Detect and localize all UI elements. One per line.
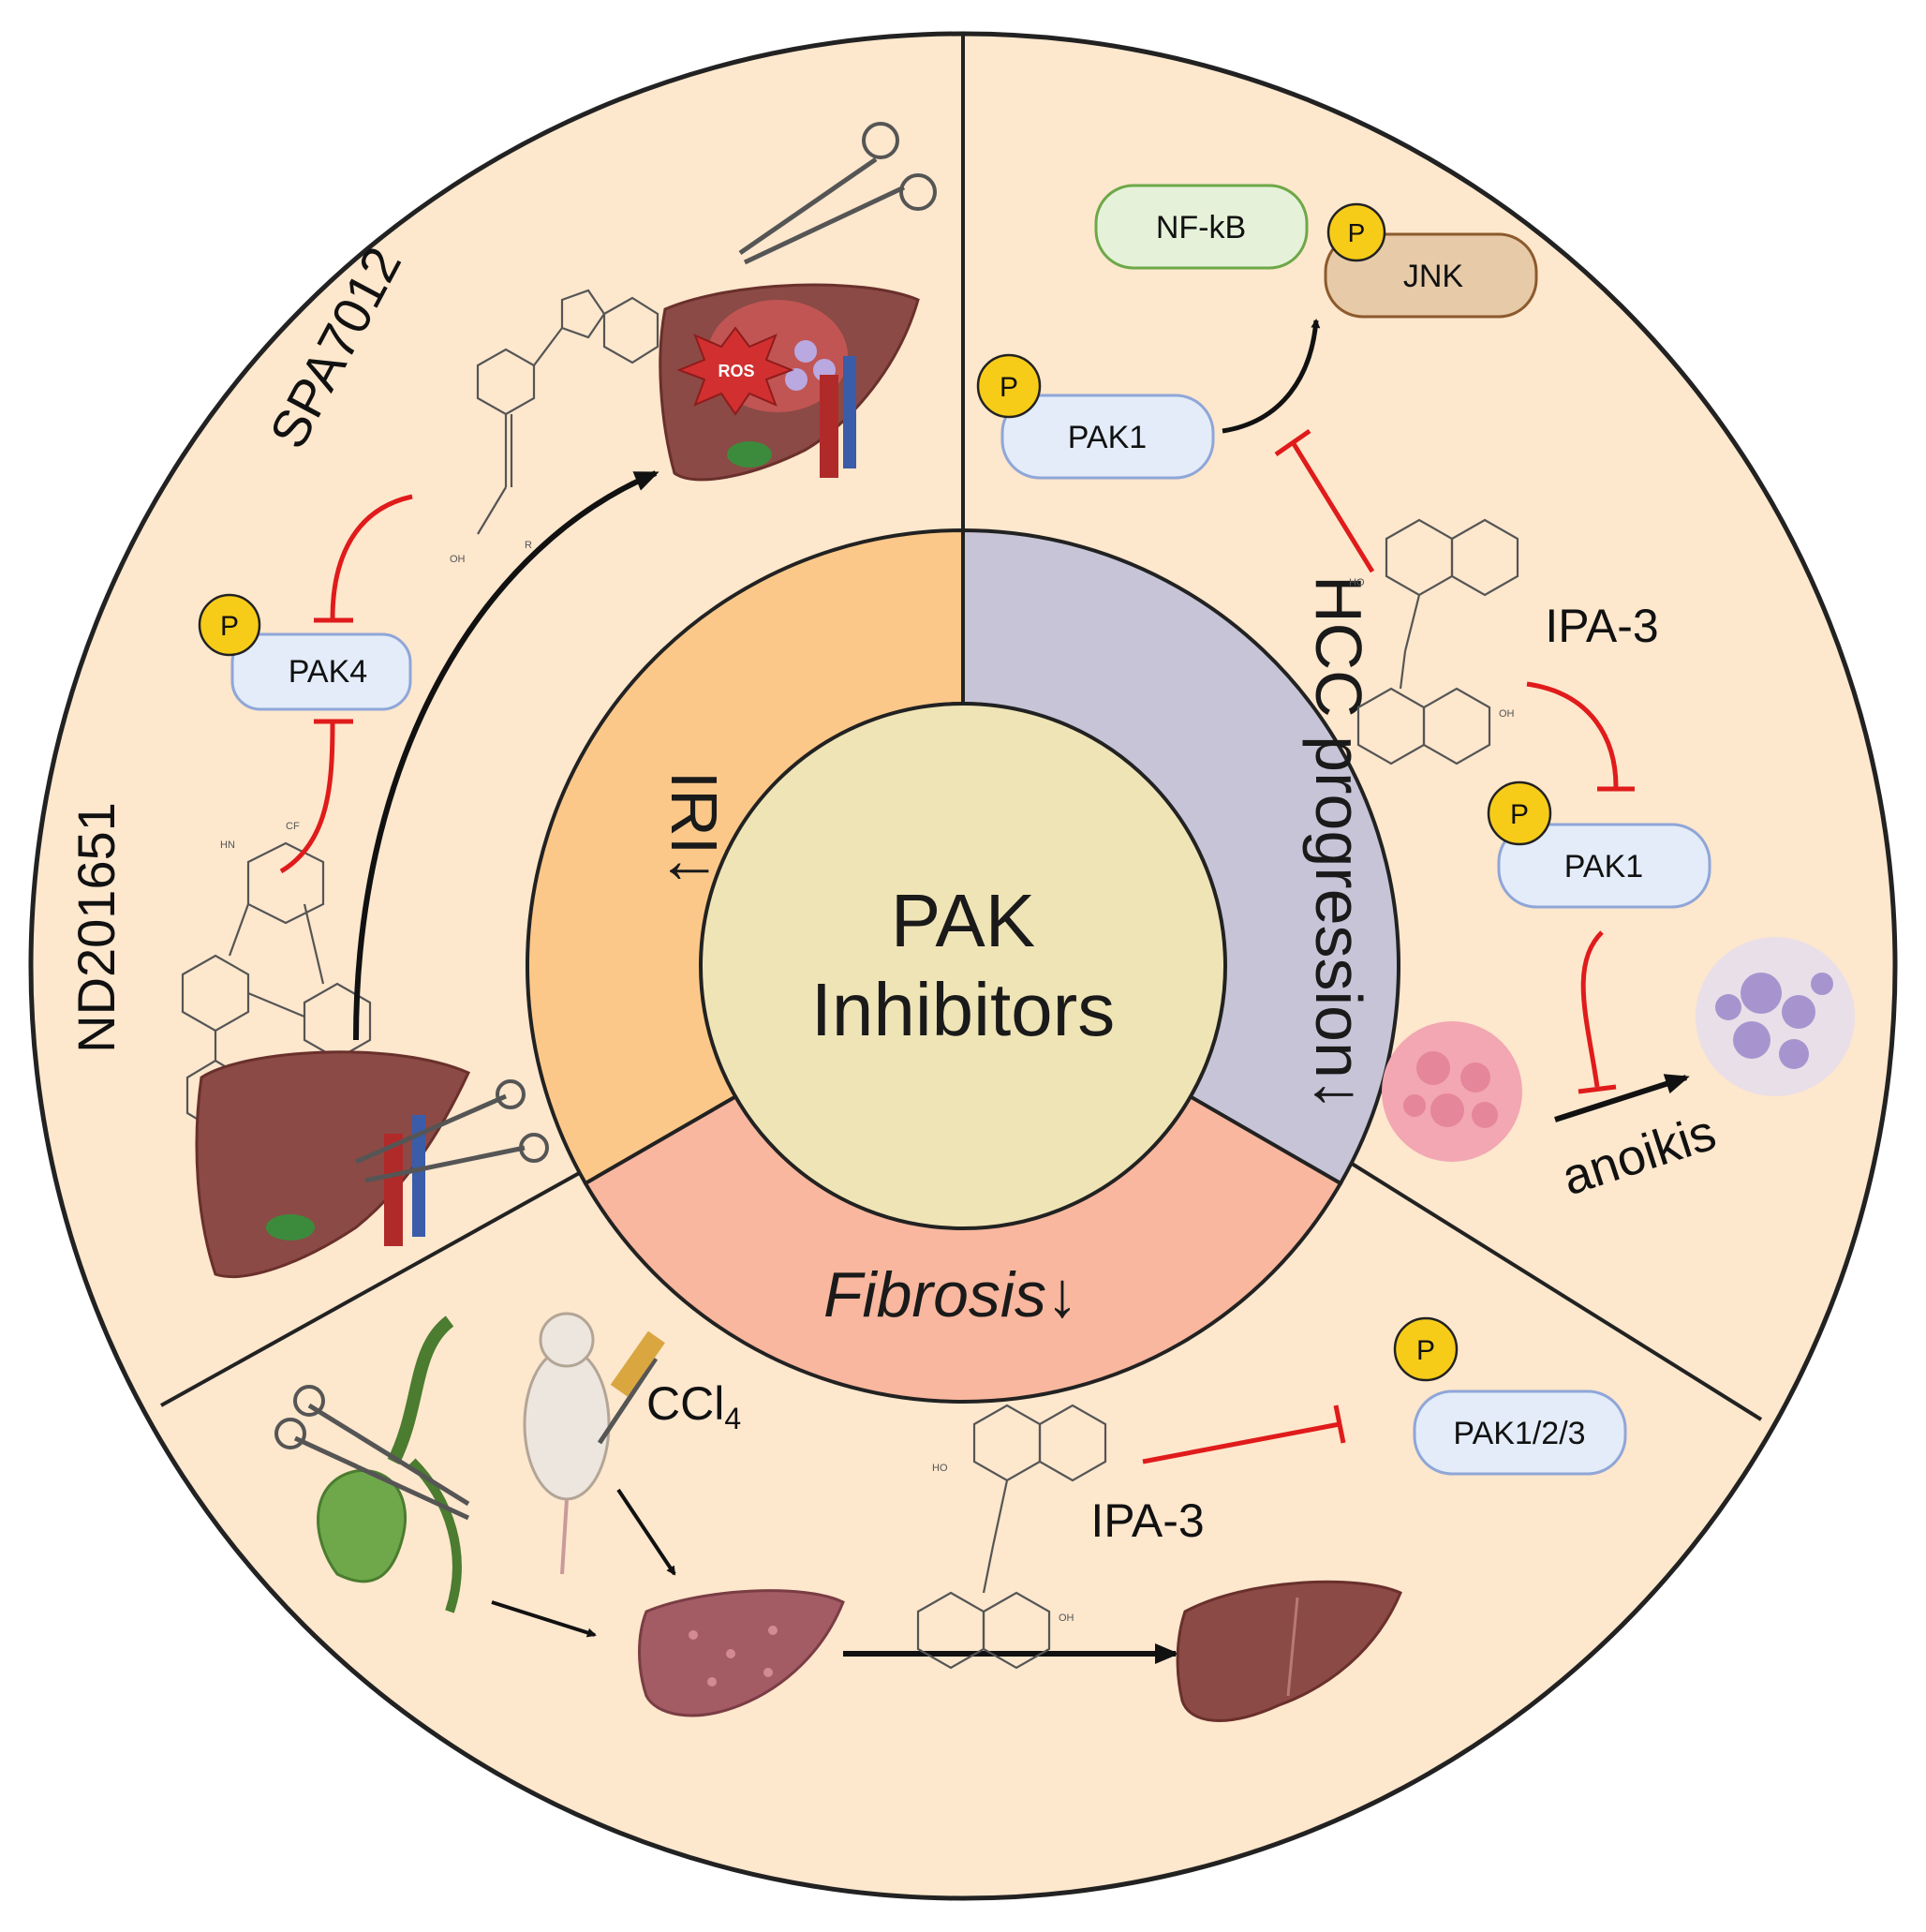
arrow-ccl4-to-fibrotic <box>616 1488 676 1576</box>
phospho-label-pak123: P <box>1416 1335 1435 1366</box>
svg-text:HO: HO <box>932 1463 948 1474</box>
ipa3-structure-fibrosis: HO OH <box>916 1404 1107 1670</box>
center-title-line1: PAK <box>891 879 1035 962</box>
phospho-label-pak1-upper: P <box>1000 372 1018 403</box>
ipa3-label-hcc: IPA-3 <box>1545 600 1658 652</box>
tumor-cluster-icon <box>1382 1021 1522 1162</box>
fibrotic-liver-icon <box>638 1589 845 1717</box>
anoikis-arrow <box>1554 1074 1690 1122</box>
inhibit-line-pak1-upper <box>1290 440 1375 573</box>
ccl4-label: CCl4 <box>646 1377 741 1435</box>
pak1-to-jnk-arrow <box>1222 319 1321 434</box>
inhibit-arc-nd201651 <box>279 722 335 874</box>
pak4-box <box>230 632 412 711</box>
pak1-lower-label: PAK1 <box>1564 849 1643 884</box>
phospho-label-jnk: P <box>1348 218 1366 247</box>
nfkb-label: NF-kB <box>1156 210 1246 245</box>
liver-icon-ros <box>659 283 920 482</box>
jnk-box <box>1324 232 1538 319</box>
jnk-label: JNK <box>1403 259 1464 294</box>
phospho-badge-pak123 <box>1393 1316 1459 1382</box>
phospho-badge-pak1-lower <box>1487 780 1552 846</box>
phospho-label-pak1-lower: P <box>1510 799 1529 830</box>
ring-label-iri: IRI↓ <box>658 771 731 887</box>
spa7012-structure: OH R <box>450 289 659 565</box>
svg-text:R: R <box>525 540 532 551</box>
pak123-box <box>1413 1390 1627 1476</box>
pak1-upper-box <box>1000 394 1215 480</box>
phospho-badge-jnk <box>1326 202 1386 262</box>
inhibit-bar-pak123 <box>1333 1404 1346 1444</box>
phospho-badge-pak1-upper <box>976 353 1042 419</box>
inhibit-arc-pak1-lower <box>1526 681 1619 788</box>
nfkb-box <box>1094 184 1309 270</box>
liver-icon-clamped <box>195 1050 549 1279</box>
phospho-badge-pak4 <box>198 593 261 657</box>
svg-text:HN: HN <box>220 840 235 851</box>
inhibit-line-pak123 <box>1142 1421 1341 1464</box>
divider-left <box>160 1160 600 1407</box>
inhibit-arc-anoikis <box>1580 930 1604 1088</box>
iri-arrow <box>353 470 659 1041</box>
center-title-line2: Inhibitors <box>811 968 1116 1051</box>
svg-text:OH: OH <box>1499 708 1515 720</box>
arrow-bdl-to-fibrotic <box>491 1600 597 1638</box>
surgical-clamp-icon <box>738 122 937 265</box>
pak123-label: PAK1/2/3 <box>1453 1416 1585 1451</box>
svg-text:OH: OH <box>1059 1612 1074 1624</box>
drug-label-nd201651: ND201651 <box>67 802 126 1053</box>
inhibit-bar-anoikis <box>1578 1084 1617 1094</box>
ros-burst <box>676 326 794 416</box>
gallbladder-ligation-icon <box>274 1315 470 1613</box>
svg-text:HO: HO <box>1349 577 1365 588</box>
svg-text:CF: CF <box>286 821 300 832</box>
pak1-lower-box <box>1497 823 1711 909</box>
ros-label: ROS <box>718 362 754 380</box>
pak1-upper-label: PAK1 <box>1068 420 1147 455</box>
nd201651-structure: CF HN <box>181 821 372 1132</box>
healthy-liver-icon <box>1176 1580 1402 1722</box>
dispersed-cells-icon <box>1696 937 1855 1096</box>
pak4-label: PAK4 <box>289 654 367 690</box>
mouse-injection-icon <box>523 1312 665 1575</box>
divider-right <box>1317 1141 1763 1421</box>
ipa3-label-fibrosis: IPA-3 <box>1090 1494 1204 1547</box>
inhibit-arc-spa7012 <box>330 494 413 619</box>
ring-label-hcc: HCC progression↓ <box>1302 575 1375 1111</box>
svg-text:OH: OH <box>450 554 466 565</box>
center-circle <box>699 702 1227 1230</box>
phospho-label-pak4: P <box>220 611 239 642</box>
ipa3-structure-hcc: HO OH <box>1349 518 1519 765</box>
ring-label-fibrosis: Fibrosis↓ <box>823 1259 1078 1330</box>
inhibit-bar-pak1-upper <box>1274 428 1311 457</box>
